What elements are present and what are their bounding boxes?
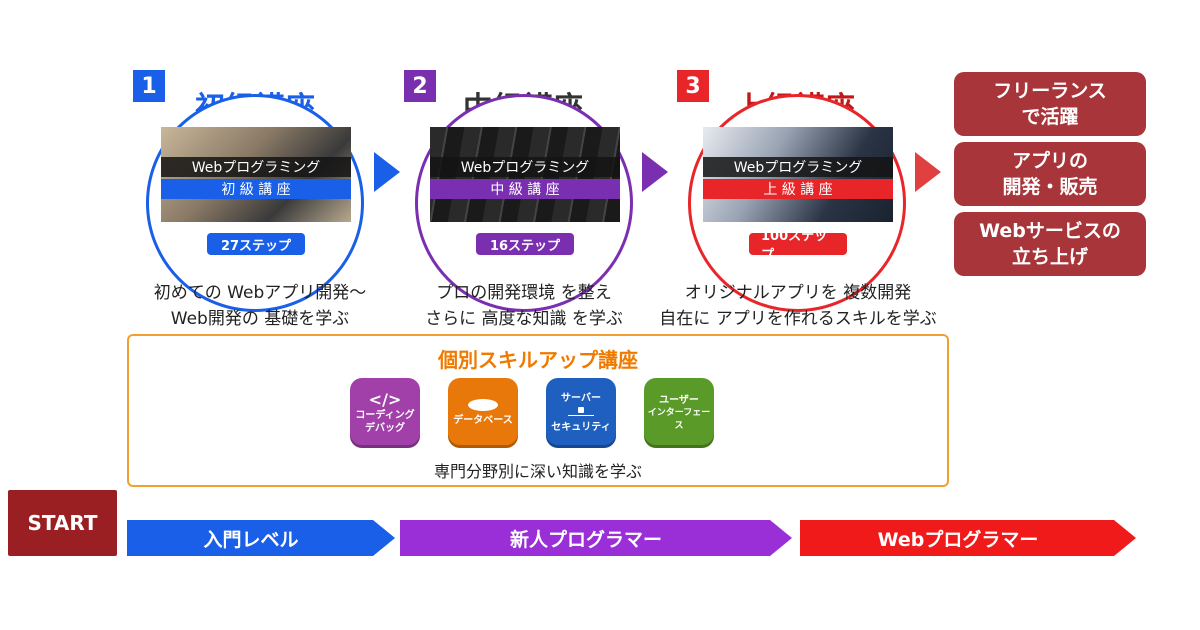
course-3-photo-level: 上 級 講 座 <box>703 179 893 199</box>
course-1-circle[interactable]: Webプログラミング 初 級 講 座 27ステップ <box>146 94 364 312</box>
course-1-steps: 27ステップ <box>207 233 305 255</box>
skill-ui-label2: インターフェース <box>647 407 711 431</box>
outcome-2-line1: アプリの <box>1011 150 1088 172</box>
course-2-desc-line2: さらに 高度な知識 を学ぶ <box>425 309 623 329</box>
course-3-desc-line1: オリジナルアプリを 複数開発 <box>684 283 912 303</box>
course-1-description: 初めての Webアプリ開発〜 Web開発の 基礎を学ぶ <box>110 280 410 332</box>
course-3-photo-title: Webプログラミング <box>703 157 893 177</box>
code-brackets-icon: </> <box>368 390 402 409</box>
skill-coding-icon[interactable]: </> コーディング デバッグ <box>350 378 420 448</box>
skill-coding-label1: コーディング <box>355 410 415 421</box>
course-1-desc-line2: Web開発の 基礎を学ぶ <box>170 309 350 329</box>
course-1-photo-title: Webプログラミング <box>161 157 351 177</box>
course-1-number-badge: 1 <box>133 70 165 102</box>
course-2-photo: Webプログラミング 中 級 講 座 <box>430 127 620 222</box>
course-2-circle[interactable]: Webプログラミング 中 級 講 座 16ステップ <box>415 94 633 312</box>
arrow-right-icon <box>915 152 941 192</box>
skill-database-label1: データベース <box>453 415 513 426</box>
level-web-programmer-label: Webプログラマー <box>877 528 1039 551</box>
course-2-description: プロの開発環境 を整え さらに 高度な知識 を学ぶ <box>374 280 674 332</box>
database-icon <box>468 399 498 411</box>
skill-ui-label1: ユーザー <box>659 394 699 406</box>
outcome-3-line1: Webサービスの <box>979 220 1121 242</box>
outcome-1-line2: で活躍 <box>1021 106 1079 128</box>
course-1-photo: Webプログラミング 初 級 講 座 <box>161 127 351 222</box>
course-3-description: オリジナルアプリを 複数開発 自在に アプリを作れるスキルを学ぶ <box>648 280 948 332</box>
arrow-right-icon <box>374 152 400 192</box>
outcome-3-line2: 立ち上げ <box>1011 246 1088 268</box>
outcome-2-line2: 開発・販売 <box>1002 176 1098 198</box>
outcome-freelance[interactable]: フリーランス で活躍 <box>954 72 1146 136</box>
skill-server-icon[interactable]: サーバー セキュリティ <box>546 378 616 448</box>
skill-up-title: 個別スキルアップ講座 <box>438 348 638 372</box>
course-2-steps: 16ステップ <box>476 233 574 255</box>
skill-server-label1: サーバー <box>561 393 601 404</box>
course-3-photo: Webプログラミング 上 級 講 座 <box>703 127 893 222</box>
skill-server-label2: セキュリティ <box>551 422 611 433</box>
level-junior-arrow: 新人プログラマー <box>400 520 792 556</box>
course-2-photo-level: 中 級 講 座 <box>430 179 620 199</box>
arrow-right-icon <box>642 152 668 192</box>
outcome-web-service[interactable]: Webサービスの 立ち上げ <box>954 212 1146 276</box>
course-3-desc-line2: 自在に アプリを作れるスキルを学ぶ <box>659 309 937 329</box>
outcome-app-sales[interactable]: アプリの 開発・販売 <box>954 142 1146 206</box>
course-3-number-badge: 3 <box>677 70 709 102</box>
start-label: START <box>8 490 117 556</box>
skill-coding-label2: デバッグ <box>365 423 405 434</box>
skill-ui-icon[interactable]: ユーザー インターフェース <box>644 378 714 448</box>
course-2-number-badge: 2 <box>404 70 436 102</box>
level-junior-label: 新人プログラマー <box>509 528 662 551</box>
outcome-1-line1: フリーランス <box>993 80 1107 102</box>
level-beginner-label: 入門レベル <box>203 528 299 551</box>
course-3-steps: 100ステップ <box>749 229 847 263</box>
level-beginner-arrow: 入門レベル <box>127 520 395 556</box>
course-3-circle[interactable]: Webプログラミング 上 級 講 座 100ステップ <box>688 94 906 312</box>
network-icon <box>566 407 596 419</box>
skill-up-panel: 個別スキルアップ講座 </> コーディング デバッグ データベース サーバー セ… <box>127 334 949 487</box>
level-web-programmer-arrow: Webプログラマー <box>800 520 1136 556</box>
course-1-desc-line1: 初めての Webアプリ開発〜 <box>153 283 367 303</box>
course-1-photo-level: 初 級 講 座 <box>161 179 351 199</box>
course-2-photo-title: Webプログラミング <box>430 157 620 177</box>
course-2-desc-line1: プロの開発環境 を整え <box>436 283 612 303</box>
skill-database-icon[interactable]: データベース <box>448 378 518 448</box>
skill-up-caption: 専門分野別に深い知識を学ぶ <box>433 462 642 481</box>
